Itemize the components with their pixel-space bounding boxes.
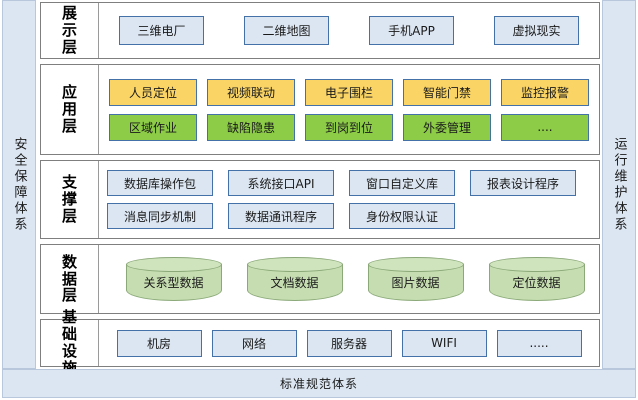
layer-support-row-1: 消息同步机制 数据通讯程序 身份权限认证 <box>107 203 591 229</box>
database-cylinder-2-label: 图片数据 <box>391 275 440 290</box>
layer-data-row-0: 关系型数据 文档数据 图片数据 定位数据 <box>107 257 603 301</box>
layer-support: 支撑层 数据库操作包 系统接口API 窗口自定义库 报表设计程序 消息同步机制 … <box>40 160 600 239</box>
cylinder-top-ellipse-icon <box>367 257 464 272</box>
node-app-4[interactable]: 监控报警 <box>501 78 589 106</box>
database-cylinder-3-label: 定位数据 <box>512 275 561 290</box>
layer-show-label: 展示层 <box>62 4 79 56</box>
layer-support-label-cell: 支撑层 <box>41 161 99 238</box>
node-app-0[interactable]: 人员定位 <box>109 78 197 106</box>
layer-data-body: 关系型数据 文档数据 图片数据 定位数据 <box>99 245 599 313</box>
layer-application-body: 人员定位 视频联动 电子围栏 智能门禁 监控报警 区域作业 缺陷隐患 到岗到位 … <box>99 65 599 154</box>
layer-infrastructure-label-cell: 基础设施 <box>41 309 99 376</box>
bottom-band-label: 标准规范体系 <box>279 377 358 391</box>
node-app-5[interactable]: 区域作业 <box>109 113 197 141</box>
node-show-1[interactable]: 二维地图 <box>244 16 329 45</box>
layer-application: 应用层 人员定位 视频联动 电子围栏 智能门禁 监控报警 区域作业 缺陷隐患 到… <box>40 64 600 155</box>
layer-application-label: 应用层 <box>62 83 79 135</box>
left-vertical-band-security-system: 安全保障体系 <box>2 0 36 369</box>
layer-show-label-cell: 展示层 <box>41 3 99 58</box>
layer-application-row-0: 人员定位 视频联动 电子围栏 智能门禁 监控报警 <box>105 78 593 106</box>
layer-application-label-cell: 应用层 <box>41 65 99 154</box>
layer-stack: 展示层 三维电厂 二维地图 手机APP 虚拟现实 应用层 人员定位 视频联动 <box>40 2 600 376</box>
database-cylinder-1-label: 文档数据 <box>270 275 319 290</box>
node-app-8[interactable]: 外委管理 <box>403 113 491 141</box>
left-vertical-band-label: 安全保障体系 <box>11 136 27 233</box>
layer-support-row-0: 数据库操作包 系统接口API 窗口自定义库 报表设计程序 <box>107 170 591 196</box>
layer-infrastructure-row-0: 机房 网络 服务器 WIFI ..... <box>107 329 591 357</box>
layer-support-label: 支撑层 <box>62 173 79 225</box>
right-vertical-band-label: 运行维护体系 <box>611 136 627 233</box>
node-show-3[interactable]: 虚拟现实 <box>494 16 579 45</box>
node-show-2[interactable]: 手机APP <box>369 16 454 45</box>
node-sup-5[interactable]: 数据通讯程序 <box>228 203 334 229</box>
node-sup-3[interactable]: 报表设计程序 <box>470 170 576 196</box>
right-vertical-band-ops-maintenance-system: 运行维护体系 <box>602 0 636 369</box>
layer-show: 展示层 三维电厂 二维地图 手机APP 虚拟现实 <box>40 2 600 59</box>
layer-application-row-1: 区域作业 缺陷隐患 到岗到位 外委管理 .... <box>105 113 593 141</box>
layer-support-body: 数据库操作包 系统接口API 窗口自定义库 报表设计程序 消息同步机制 数据通讯… <box>99 161 599 238</box>
node-infra-0[interactable]: 机房 <box>116 329 202 357</box>
node-infra-1[interactable]: 网络 <box>211 329 297 357</box>
layer-show-body: 三维电厂 二维地图 手机APP 虚拟现实 <box>99 3 599 58</box>
database-cylinder-3[interactable]: 定位数据 <box>488 257 585 301</box>
layer-data-label-cell: 数据层 <box>41 245 99 313</box>
node-sup-2[interactable]: 窗口自定义库 <box>349 170 455 196</box>
node-app-6[interactable]: 缺陷隐患 <box>207 113 295 141</box>
database-cylinder-0[interactable]: 关系型数据 <box>125 257 222 301</box>
node-infra-3[interactable]: WIFI <box>401 329 487 357</box>
node-app-3[interactable]: 智能门禁 <box>403 78 491 106</box>
layer-data-label: 数据层 <box>62 252 79 305</box>
node-app-9[interactable]: .... <box>501 113 589 141</box>
node-app-2[interactable]: 电子围栏 <box>305 78 393 106</box>
database-cylinder-0-label: 关系型数据 <box>143 275 204 290</box>
layer-infrastructure-body: 机房 网络 服务器 WIFI ..... <box>99 320 599 366</box>
node-app-1[interactable]: 视频联动 <box>207 78 295 106</box>
bottom-band-standards-system: 标准规范体系 <box>2 369 636 398</box>
node-infra-4[interactable]: ..... <box>496 329 582 357</box>
layer-infrastructure: 基础设施 机房 网络 服务器 WIFI ..... <box>40 309 600 376</box>
node-sup-0[interactable]: 数据库操作包 <box>107 170 213 196</box>
node-sup-6[interactable]: 身份权限认证 <box>349 203 455 229</box>
cylinder-top-ellipse-icon <box>125 257 222 272</box>
layer-infrastructure-label: 基础设施 <box>62 308 79 377</box>
node-app-7[interactable]: 到岗到位 <box>305 113 393 141</box>
node-sup-1[interactable]: 系统接口API <box>228 170 334 196</box>
node-infra-2[interactable]: 服务器 <box>306 329 392 357</box>
node-show-0[interactable]: 三维电厂 <box>119 16 204 45</box>
node-sup-4[interactable]: 消息同步机制 <box>107 203 213 229</box>
layer-show-row-0: 三维电厂 二维地图 手机APP 虚拟现实 <box>107 16 591 45</box>
layer-data: 数据层 关系型数据 文档数据 <box>40 244 600 314</box>
cylinder-top-ellipse-icon <box>488 257 585 272</box>
database-cylinder-2[interactable]: 图片数据 <box>367 257 464 301</box>
database-cylinder-1[interactable]: 文档数据 <box>246 257 343 301</box>
cylinder-top-ellipse-icon <box>246 257 343 272</box>
